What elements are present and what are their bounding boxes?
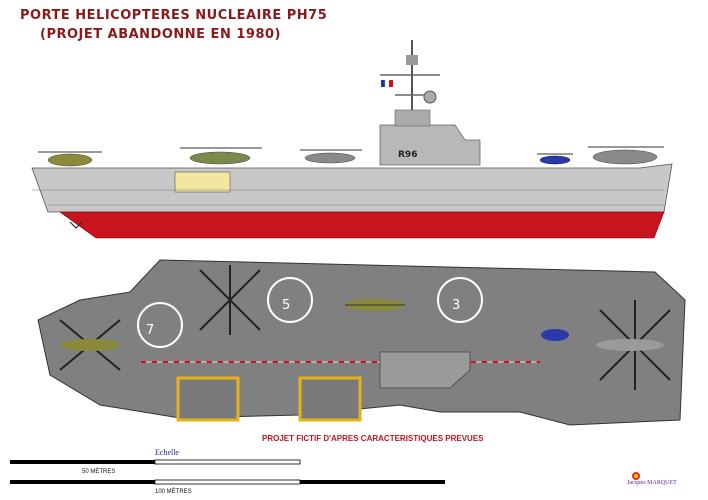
landing-spot [437,277,483,323]
helicopter-icon [180,147,262,165]
elevator [298,376,362,422]
helicopter-icon [588,146,664,165]
flag-icon [381,80,385,87]
deck-number: 5 [282,298,290,313]
landing-spot [267,277,313,323]
scale-label: Echelle [155,448,179,457]
radar [406,55,418,65]
hull-lower [59,211,665,239]
note: PROJET FICTIF D'APRES CARACTERISTIQUES P… [262,434,484,443]
title-line-1: PORTE HELICOPTERES NUCLEAIRE PH75 [20,8,328,23]
helicopter-icon [300,149,362,164]
elevator [176,376,240,422]
scale-50m: 50 MÈTRES [82,469,116,475]
author: Jacques MARQUET [627,480,677,486]
side-view: R96 [31,40,673,239]
radome [423,90,437,104]
author-logo [632,472,640,480]
deck-number: 3 [452,298,460,313]
deck-number: 7 [146,323,154,338]
hull-number: R96 [398,150,417,160]
helicopter-icon [596,300,671,390]
helicopter-icon [345,299,405,311]
scale-bar [10,459,445,485]
helicopter-icon [541,329,569,341]
landing-spot [137,302,183,348]
island-top [379,351,471,389]
helicopter-icon [59,319,121,371]
top-view: 7 5 3 [37,259,686,426]
anchor-icon [69,221,83,229]
hangar-opening [174,171,231,193]
scale-100m: 100 MÈTRES [155,489,192,495]
helicopter-icon [199,265,261,335]
title-line-2: (PROJET ABANDONNE EN 1980) [40,27,281,42]
helicopter-icon [537,153,573,165]
island [379,124,481,166]
helicopter-icon [38,151,102,167]
